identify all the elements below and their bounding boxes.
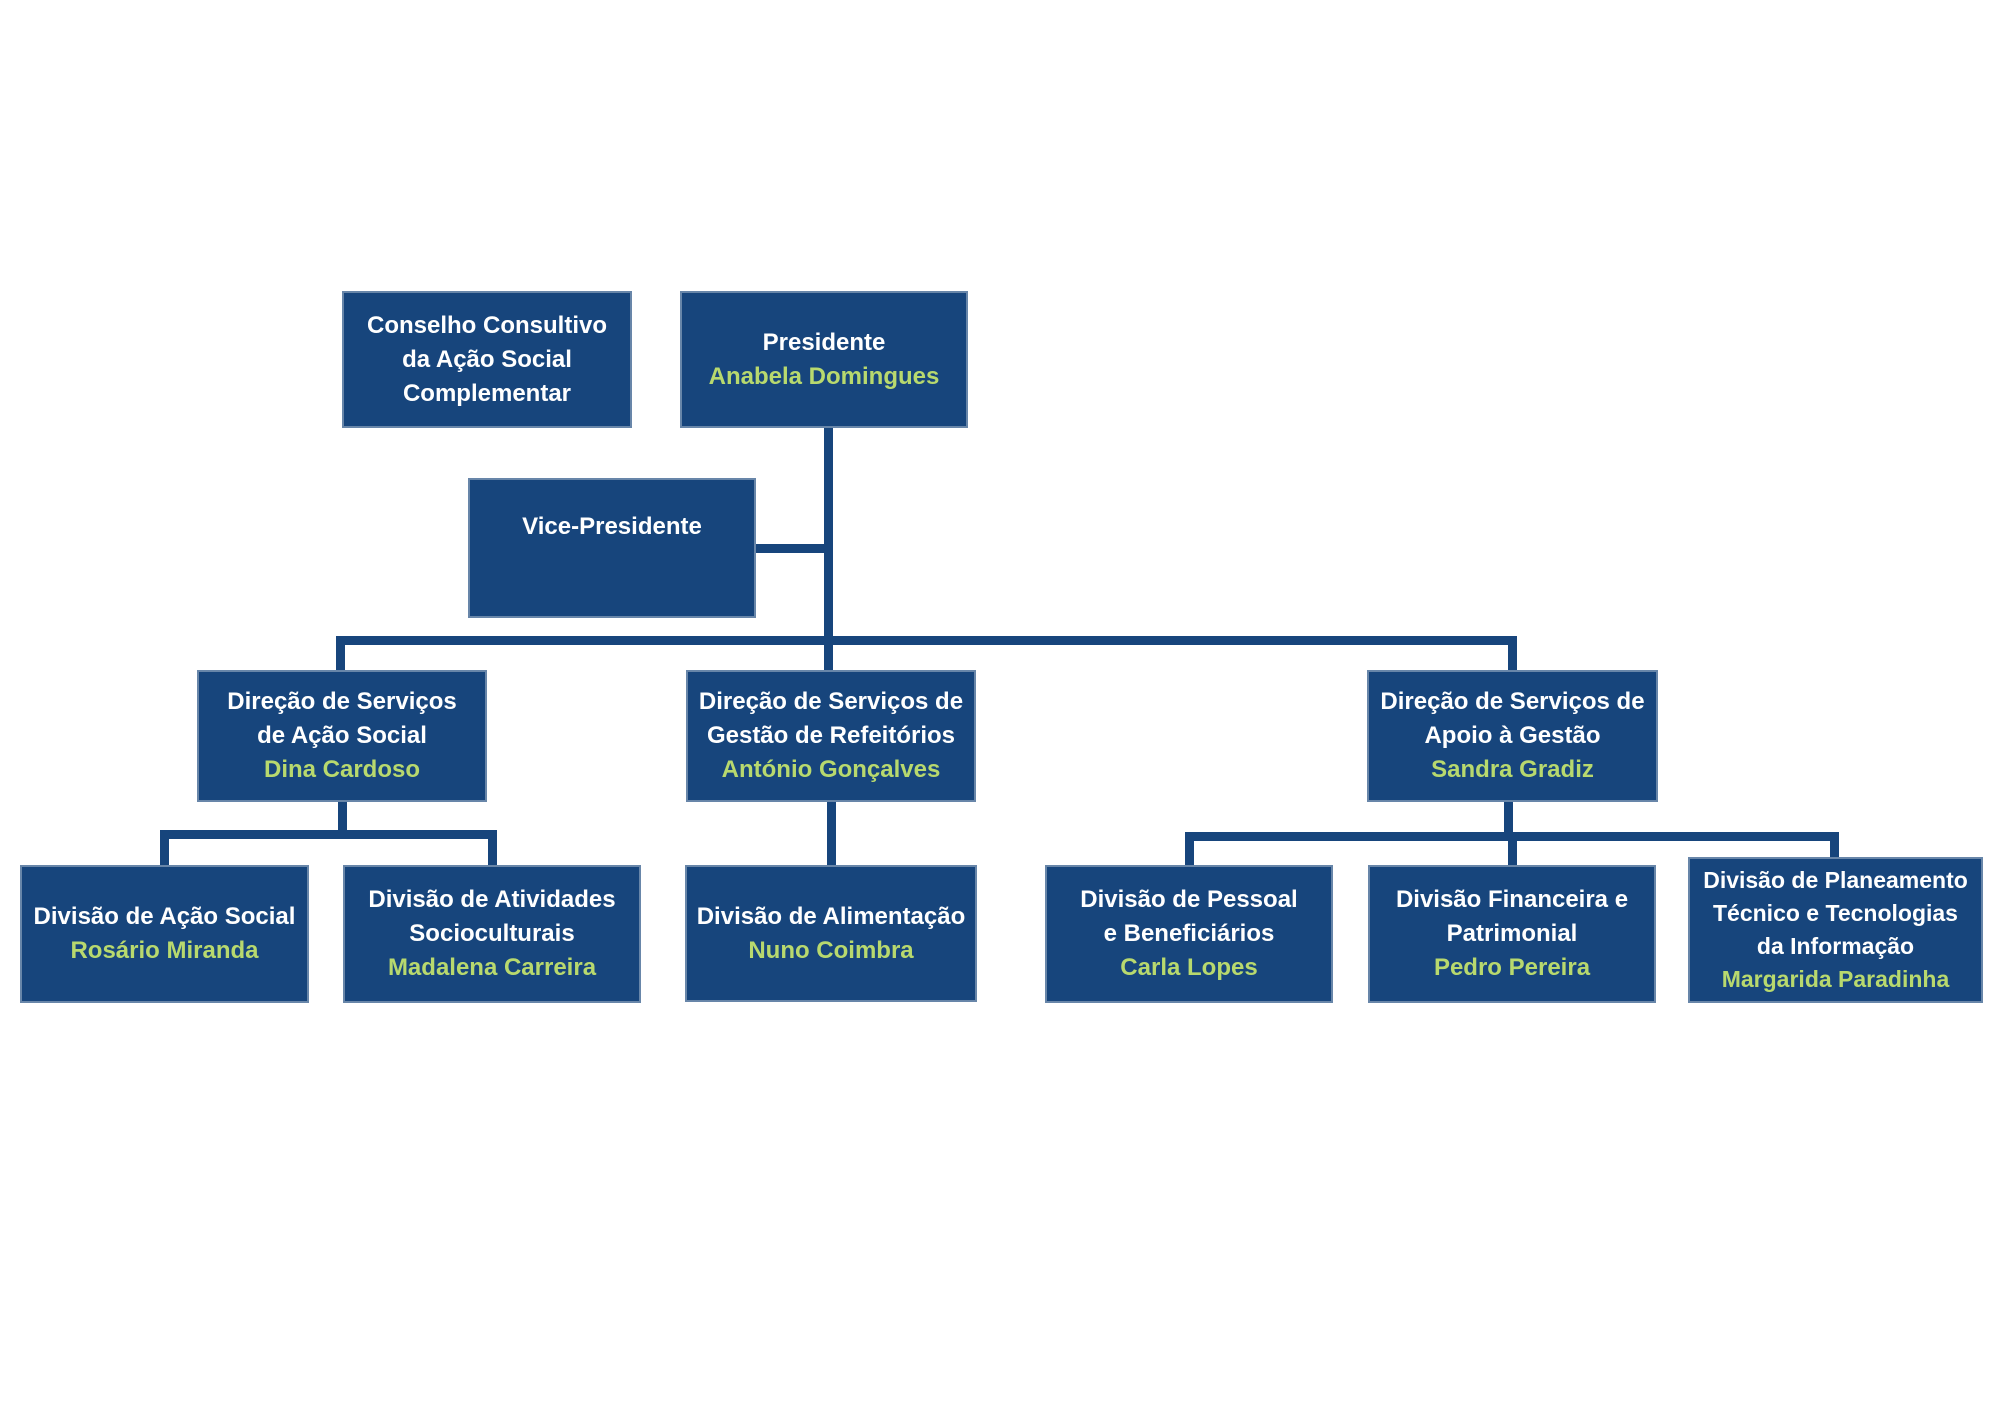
connector-presidente-drop <box>824 428 833 670</box>
node-person-name: Dina Cardoso <box>263 756 421 783</box>
node-title: Divisão de Ação Social <box>34 900 296 934</box>
node-title: Vice-Presidente <box>522 510 702 544</box>
connector-drop-d-pessoal <box>1185 832 1194 865</box>
node-title-line: da Ação Social <box>402 345 572 373</box>
connector-drop-d-alimentacao <box>827 800 836 865</box>
org-node-presidente: Presidente Anabela Domingues <box>680 291 968 428</box>
node-title-line: de Ação Social <box>257 722 427 749</box>
node-title: Divisão de Atividades Socioculturais <box>368 883 615 951</box>
node-title-line: Divisão de Alimentação <box>696 902 966 930</box>
node-person-name: Margarida Paradinha <box>1721 966 1950 992</box>
node-title-line: Presidente <box>762 328 886 356</box>
connector-drop-d-financeira <box>1508 832 1517 865</box>
connector-ds-apoio-gestao-stub <box>1504 800 1513 836</box>
node-title: Divisão Financeira e Patrimonial <box>1396 883 1628 951</box>
node-title-line: Gestão de Refeitórios <box>706 722 956 749</box>
node-title-line: da Informação <box>1756 933 1915 959</box>
node-person-name: Nuno Coimbra <box>748 936 914 964</box>
node-title: Direção de Serviços de Gestão de Refeitó… <box>699 685 963 753</box>
node-title-line: Conselho Consultivo <box>367 311 607 339</box>
connector-drop-ds-acao-social <box>336 636 345 670</box>
node-title-line: Direção de Serviços de <box>1380 688 1645 715</box>
org-node-direcao-servicos-gestao-refeitorios: Direção de Serviços de Gestão de Refeitó… <box>686 670 976 802</box>
node-person-name: Rosário Miranda <box>70 937 259 964</box>
node-title-line: Patrimonial <box>1446 920 1578 947</box>
org-node-divisao-atividades-socioculturais: Divisão de Atividades Socioculturais Mad… <box>343 865 641 1003</box>
org-node-conselho-consultivo: Conselho Consultivo da Ação Social Compl… <box>342 291 632 428</box>
node-person-name: Pedro Pereira <box>1433 954 1591 981</box>
node-title-line: Vice-Presidente <box>522 513 702 540</box>
org-node-divisao-financeira-patrimonial: Divisão Financeira e Patrimonial Pedro P… <box>1368 865 1656 1003</box>
node-title-line: e Beneficiários <box>1103 920 1275 947</box>
node-person-name: Anabela Domingues <box>708 362 940 390</box>
node-title: Divisão de Pessoal e Beneficiários <box>1080 883 1297 951</box>
org-node-divisao-pessoal-beneficiarios: Divisão de Pessoal e Beneficiários Carla… <box>1045 865 1333 1003</box>
connector-distribution-line <box>336 636 1517 645</box>
org-node-divisao-acao-social: Divisão de Ação Social Rosário Miranda <box>20 865 309 1003</box>
node-title-line: Socioculturais <box>409 920 575 947</box>
node-title: Direção de Serviços de Apoio à Gestão <box>1380 685 1644 753</box>
node-title-line: Direção de Serviços de <box>698 688 964 715</box>
node-person-name: António Gonçalves <box>721 756 941 783</box>
node-title-line: Complementar <box>402 379 572 407</box>
org-node-divisao-alimentacao: Divisão de Alimentação Nuno Coimbra <box>685 865 977 1002</box>
node-title-line: Divisão de Planeamento <box>1703 867 1968 893</box>
connector-vice-presidente-stub <box>756 544 826 553</box>
node-title: Direção de Serviços de Ação Social <box>227 685 456 753</box>
connector-drop-d-acao-social <box>160 830 169 865</box>
node-title: Divisão de Planeamento Técnico e Tecnolo… <box>1703 864 1968 963</box>
org-node-vice-presidente: Vice-Presidente <box>468 478 756 618</box>
node-title-line: Divisão de Ação Social <box>33 903 296 930</box>
node-person-name: Madalena Carreira <box>387 954 597 981</box>
org-node-direcao-servicos-apoio-gestao: Direção de Serviços de Apoio à Gestão Sa… <box>1367 670 1658 802</box>
node-person-name: Sandra Gradiz <box>1431 756 1594 783</box>
connector-drop-ds-apoio-gestao <box>1508 636 1517 670</box>
node-title: Conselho Consultivo da Ação Social Compl… <box>367 309 607 411</box>
connector-ds-acao-social-stub <box>338 800 347 836</box>
connector-drop-d-planeamento <box>1830 832 1839 865</box>
node-title-line: Divisão Financeira e <box>1395 886 1629 913</box>
node-title-line: Direção de Serviços <box>227 688 457 715</box>
connector-left-branch-line <box>160 830 497 839</box>
node-title-line: Divisão de Atividades <box>368 886 616 913</box>
node-title-line: Técnico e Tecnologias <box>1713 900 1958 926</box>
connector-drop-d-atividades <box>488 830 497 865</box>
node-title: Divisão de Alimentação <box>697 900 966 934</box>
node-person-name: Carla Lopes <box>1120 954 1258 981</box>
org-node-divisao-planeamento-tecnologias: Divisão de Planeamento Técnico e Tecnolo… <box>1688 857 1983 1003</box>
org-node-direcao-servicos-acao-social: Direção de Serviços de Ação Social Dina … <box>197 670 487 802</box>
node-title-line: Apoio à Gestão <box>1424 722 1601 749</box>
node-title-line: Divisão de Pessoal <box>1080 886 1298 913</box>
node-title: Presidente <box>763 326 886 360</box>
